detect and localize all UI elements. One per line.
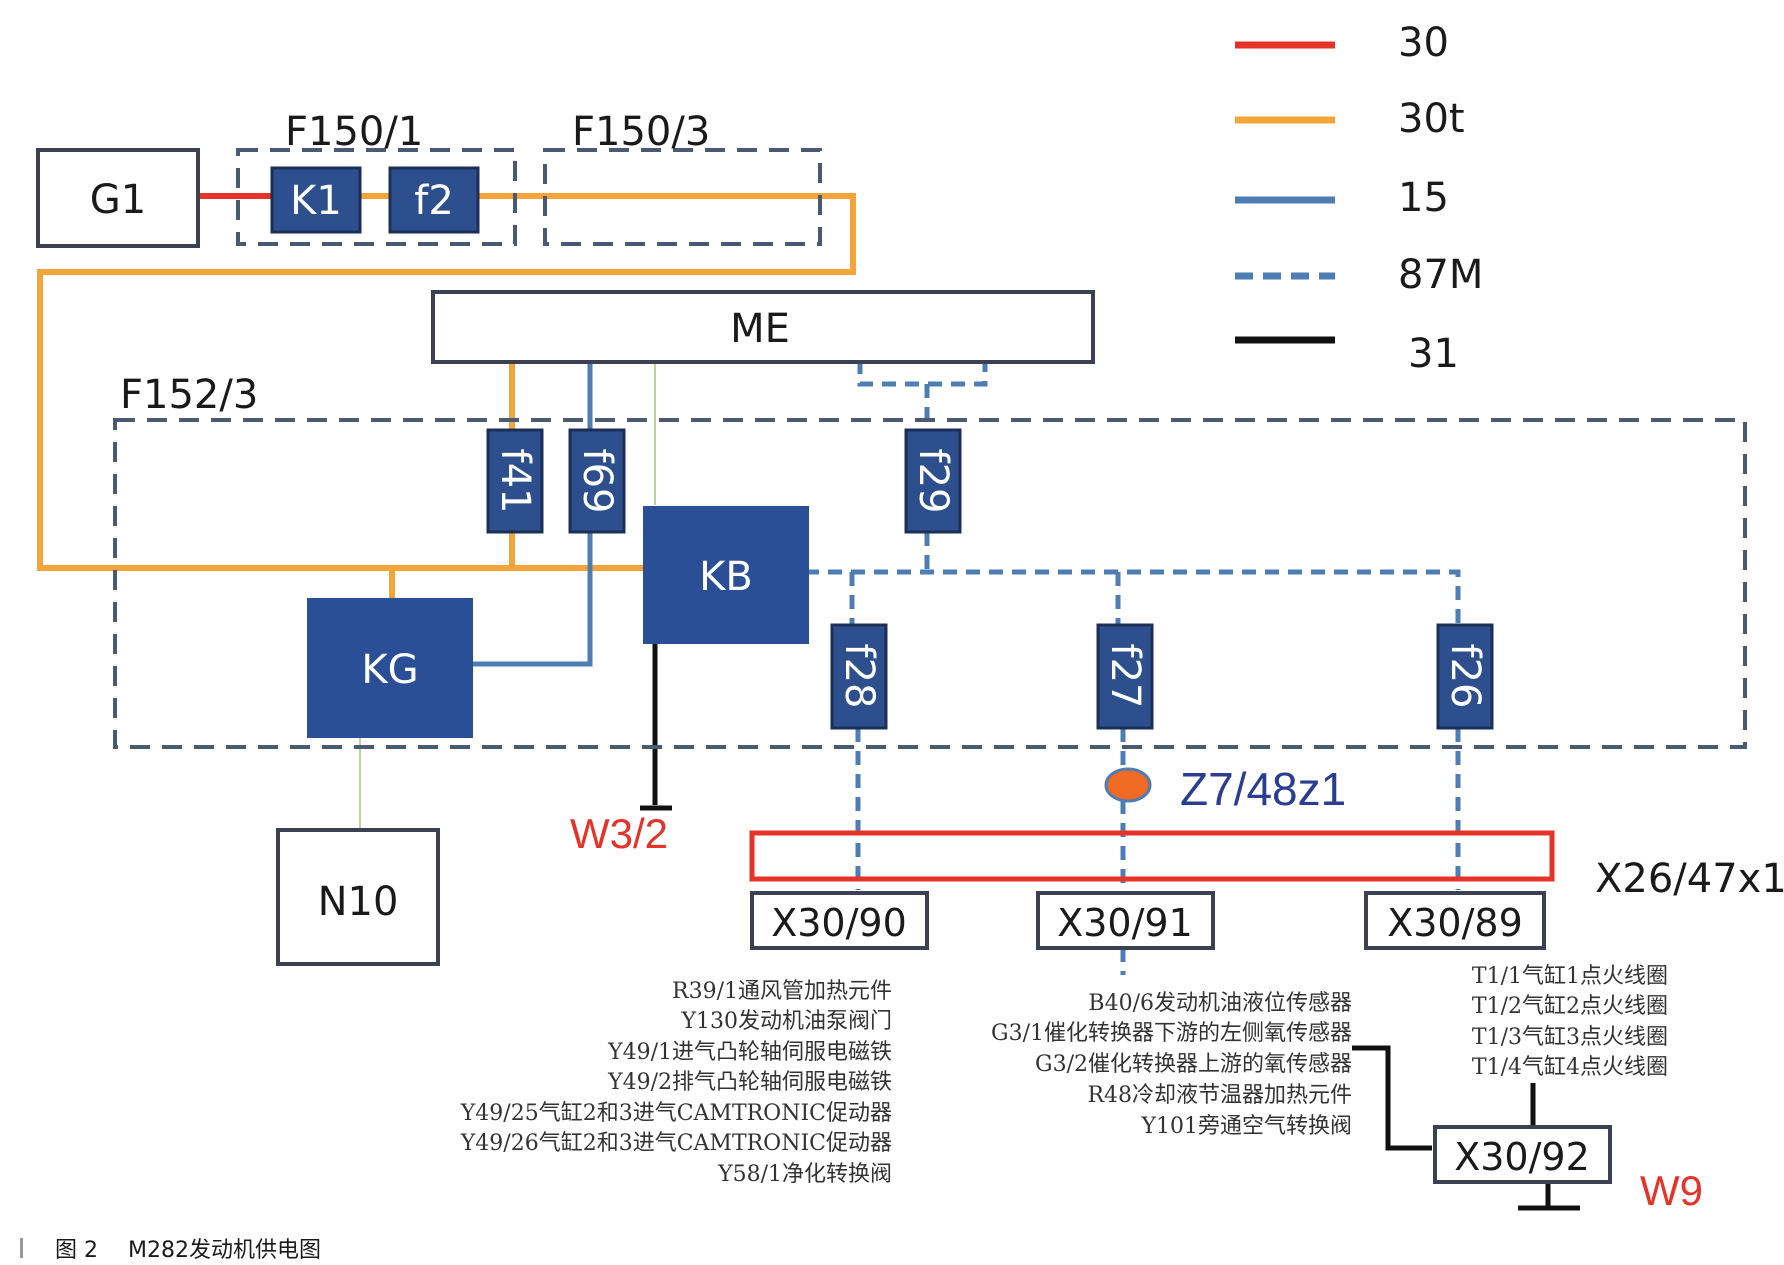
x30-89-load-list: T1/1气缸1点火线圈 T1/2气缸2点火线圈 T1/3气缸3点火线圈 T1/4… — [1472, 964, 1668, 1080]
load-item: Y49/26气缸2和3进气CAMTRONIC促动器 — [460, 1131, 892, 1156]
legend-label-30t: 30t — [1398, 96, 1465, 142]
kb-label: KB — [699, 554, 753, 600]
load-item: Y49/1进气凸轮轴伺服电磁铁 — [607, 1040, 892, 1065]
wires — [37, 193, 1580, 1211]
load-item: Y101旁通空气转换阀 — [1140, 1114, 1352, 1139]
x30-92-label: X30/92 — [1454, 1135, 1590, 1179]
kg-module — [307, 598, 473, 738]
x30-90-connector — [750, 891, 929, 950]
load-item: B40/6发动机油液位传感器 — [1088, 991, 1352, 1016]
f26-label: f26 — [1442, 644, 1488, 709]
legend: 30 30t 15 87M 31 — [1235, 20, 1483, 377]
me-box — [431, 290, 1095, 364]
wire-87m-me-bracket — [857, 360, 988, 387]
load-item: Y49/25气缸2和3进气CAMTRONIC促动器 — [460, 1101, 892, 1126]
f41-fuse — [486, 428, 544, 534]
figure-number: 图 2 — [55, 1238, 98, 1263]
n10-label: N10 — [318, 879, 399, 925]
f26-fuse — [1436, 623, 1494, 730]
load-item: G3/2催化转换器上游的氧传感器 — [1035, 1052, 1352, 1077]
wire-31-loads-x30-92 — [1352, 1045, 1432, 1151]
kg-label: KG — [361, 647, 418, 693]
legend-label-15: 15 — [1398, 175, 1449, 221]
f2-fuse — [388, 166, 480, 234]
k1-relay — [270, 166, 362, 234]
f150-3-label: F150/3 — [572, 109, 710, 155]
load-item: T1/3气缸3点火线圈 — [1472, 1025, 1668, 1050]
n10-box — [276, 828, 440, 966]
f41-label: f41 — [492, 449, 538, 514]
load-item: G3/1催化转换器下游的左侧氧传感器 — [991, 1021, 1352, 1046]
x30-90-load-list: R39/1通风管加热元件 Y130发动机油泵阀门 Y49/1进气凸轮轴伺服电磁铁… — [460, 979, 892, 1187]
x26-47x1-label: X26/47x1 — [1595, 856, 1784, 902]
legend-label-30: 30 — [1398, 20, 1449, 66]
x30-89-label: X30/89 — [1387, 901, 1523, 945]
g1-label: G1 — [90, 177, 146, 223]
g1-box — [36, 148, 200, 248]
f29-fuse — [904, 428, 962, 534]
w3-2-label: W3/2 — [570, 810, 668, 857]
f27-label: f27 — [1102, 644, 1148, 709]
legend-label-31: 31 — [1408, 331, 1459, 377]
wire-87m-bus — [805, 569, 1461, 625]
load-item: R39/1通风管加热元件 — [672, 979, 892, 1004]
f150-1-label: F150/1 — [285, 109, 423, 155]
x30-91-load-list: B40/6发动机油液位传感器 G3/1催化转换器下游的左侧氧传感器 G3/2催化… — [991, 991, 1352, 1139]
load-item: T1/4气缸4点火线圈 — [1472, 1055, 1668, 1080]
f152-3-enclosure — [113, 418, 1747, 749]
f28-fuse — [830, 623, 888, 730]
me-label: ME — [730, 306, 790, 352]
f29-label: f29 — [910, 449, 956, 514]
x30-92-connector — [1433, 1125, 1612, 1184]
load-item: T1/1气缸1点火线圈 — [1472, 964, 1668, 989]
z7-48z1-label: Z7/48z1 — [1180, 763, 1346, 815]
load-item: T1/2气缸2点火线圈 — [1472, 994, 1668, 1019]
x30-90-label: X30/90 — [771, 901, 907, 945]
x30-91-connector — [1036, 891, 1215, 950]
wire-30t-main-loop — [37, 193, 856, 571]
load-item: Y130发动机油泵阀门 — [680, 1009, 892, 1034]
load-item: Y58/1净化转换阀 — [717, 1162, 892, 1187]
k1-label: K1 — [290, 178, 342, 224]
load-item: R48冷却液节温器加热元件 — [1087, 1083, 1352, 1108]
legend-label-87m: 87M — [1398, 252, 1483, 298]
f152-3-label: F152/3 — [120, 372, 258, 418]
f2-label: f2 — [414, 178, 454, 224]
f27-fuse — [1096, 623, 1154, 730]
load-item: Y49/2排气凸轮轴伺服电磁铁 — [607, 1070, 892, 1095]
z7-48z1-connector — [1104, 767, 1152, 803]
wire-15-f69-kg — [470, 532, 593, 667]
x30-89-connector — [1364, 891, 1546, 950]
caption-mark — [20, 1238, 23, 1258]
f150-3-enclosure — [543, 148, 822, 246]
figure-title: M282发动机供电图 — [128, 1238, 321, 1263]
w9-label: W9 — [1640, 1167, 1703, 1214]
kb-module — [643, 506, 809, 644]
f69-fuse — [568, 428, 626, 534]
f150-1-enclosure — [236, 148, 517, 246]
x30-91-label: X30/91 — [1057, 901, 1193, 945]
f28-label: f28 — [836, 644, 882, 709]
f69-label: f69 — [574, 449, 620, 514]
x26-47x1-connector — [749, 830, 1555, 882]
